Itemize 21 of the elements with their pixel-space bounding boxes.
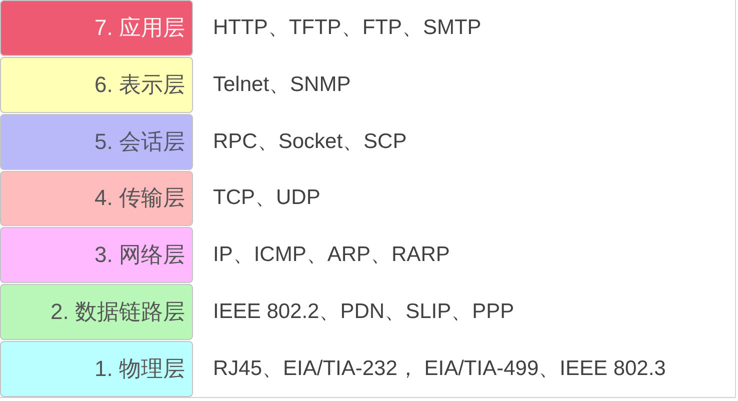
protocol-list: TCP、UDP (213, 185, 320, 212)
layer-box (0, 56, 193, 113)
layer-box (0, 284, 193, 340)
layer-box (0, 341, 193, 397)
protocol-list: HTTP、TFTP、FTP、SMTP (213, 14, 482, 41)
layer-box (0, 227, 193, 284)
layer-name: 2. 数据链路层 (50, 299, 185, 326)
layer-name: 6. 表示层 (94, 72, 185, 98)
protocol-list: IP、ICMP、ARP、RARP (213, 242, 450, 268)
protocol-list: RJ45、EIA/TIA-232， EIA/TIA-499、IEEE 802.3 (213, 356, 666, 382)
protocol-list: RPC、Socket、SCP (213, 128, 407, 155)
layer-name: 7. 应用层 (94, 14, 185, 41)
layer-name: 4. 传输层 (94, 185, 185, 212)
layer-box (0, 0, 193, 56)
layer-box (0, 170, 193, 226)
layer-name: 5. 会话层 (94, 128, 185, 155)
layer-name: 3. 网络层 (94, 242, 185, 268)
protocol-list: IEEE 802.2、PDN、SLIP、PPP (213, 299, 514, 326)
protocol-list: Telnet、SNMP (213, 72, 351, 98)
layer-name: 1. 物理层 (94, 356, 185, 382)
layer-box (0, 114, 193, 170)
